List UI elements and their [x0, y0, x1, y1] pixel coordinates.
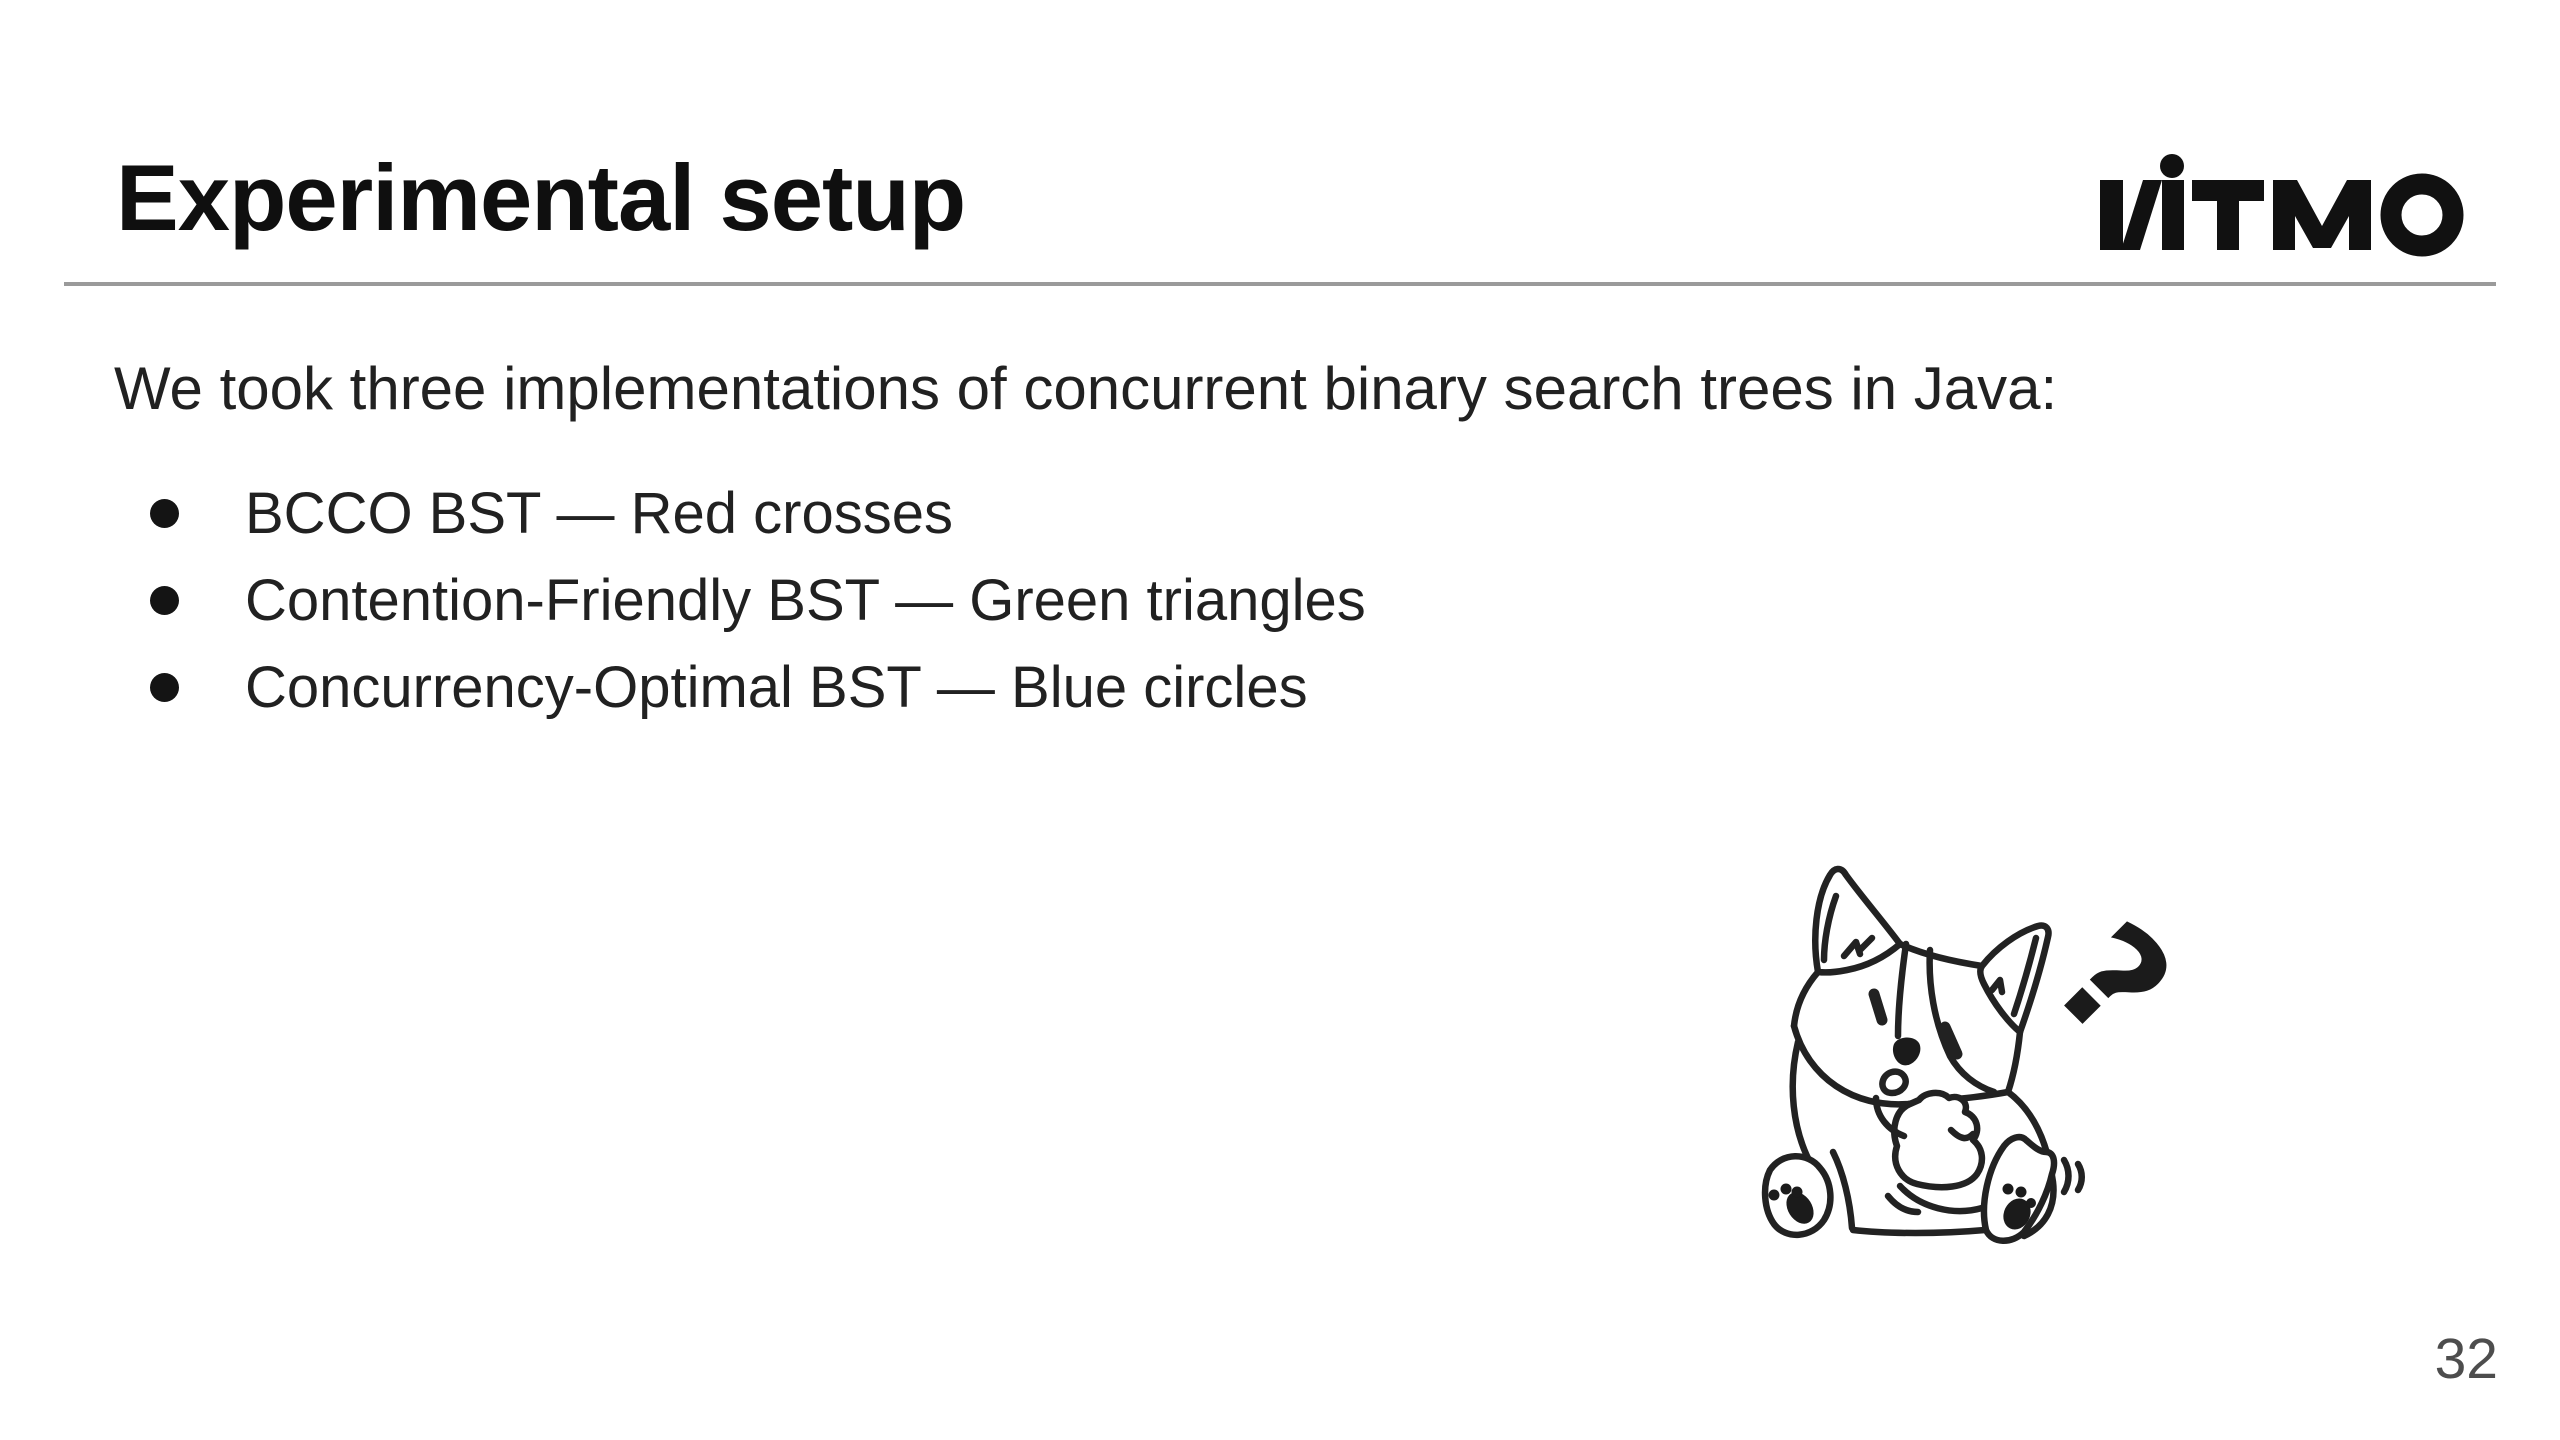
page-title: Experimental setup: [116, 145, 966, 250]
title-divider: [64, 282, 2496, 286]
bullet-label: BCCO BST — Red crosses: [245, 481, 954, 546]
motion-lines-icon: [2060, 1156, 2085, 1196]
corgi-blaze-line: [1894, 940, 1910, 1040]
corgi-head: [1790, 865, 2052, 1108]
bullet-item: Contention-Friendly BST — Green triangle…: [150, 557, 1366, 644]
bullet-icon: [150, 673, 179, 702]
bullet-icon: [150, 586, 179, 615]
corgi-illustration: ?: [1761, 865, 2195, 1244]
corgi-blaze-line: [1926, 946, 1998, 1096]
logo-text: ИТМО: [0, 0, 1, 1]
corgi-left-foot: [1761, 1153, 1834, 1239]
bullet-label: Concurrency-Optimal BST — Blue circles: [245, 655, 1308, 720]
itmo-logo: [2100, 154, 2464, 257]
intro-text: We took three implementations of concurr…: [114, 355, 2058, 422]
svg-text:?: ?: [2022, 891, 2195, 1073]
bullet-item: BCCO BST — Red crosses: [150, 470, 1366, 557]
corgi-nose: [1892, 1037, 1921, 1066]
itmo-logo-glyphs: [2100, 154, 2464, 257]
corgi-eyes: [1868, 988, 1963, 1060]
bullet-icon: [150, 499, 179, 528]
page-number: 32: [2434, 1327, 2498, 1391]
corgi-right-foot: [1980, 1133, 2058, 1244]
bullet-list: BCCO BST — Red crosses Contention-Friend…: [150, 470, 1366, 731]
logo-dot: [2160, 154, 2184, 178]
bullet-label: Contention-Friendly BST — Green triangle…: [245, 568, 1366, 633]
bullet-item: Concurrency-Optimal BST — Blue circles: [150, 644, 1366, 731]
question-mark-icon: ?: [2022, 891, 2195, 1073]
corgi-paw: [1872, 1089, 1986, 1216]
corgi-mouth: [1879, 1068, 1909, 1097]
